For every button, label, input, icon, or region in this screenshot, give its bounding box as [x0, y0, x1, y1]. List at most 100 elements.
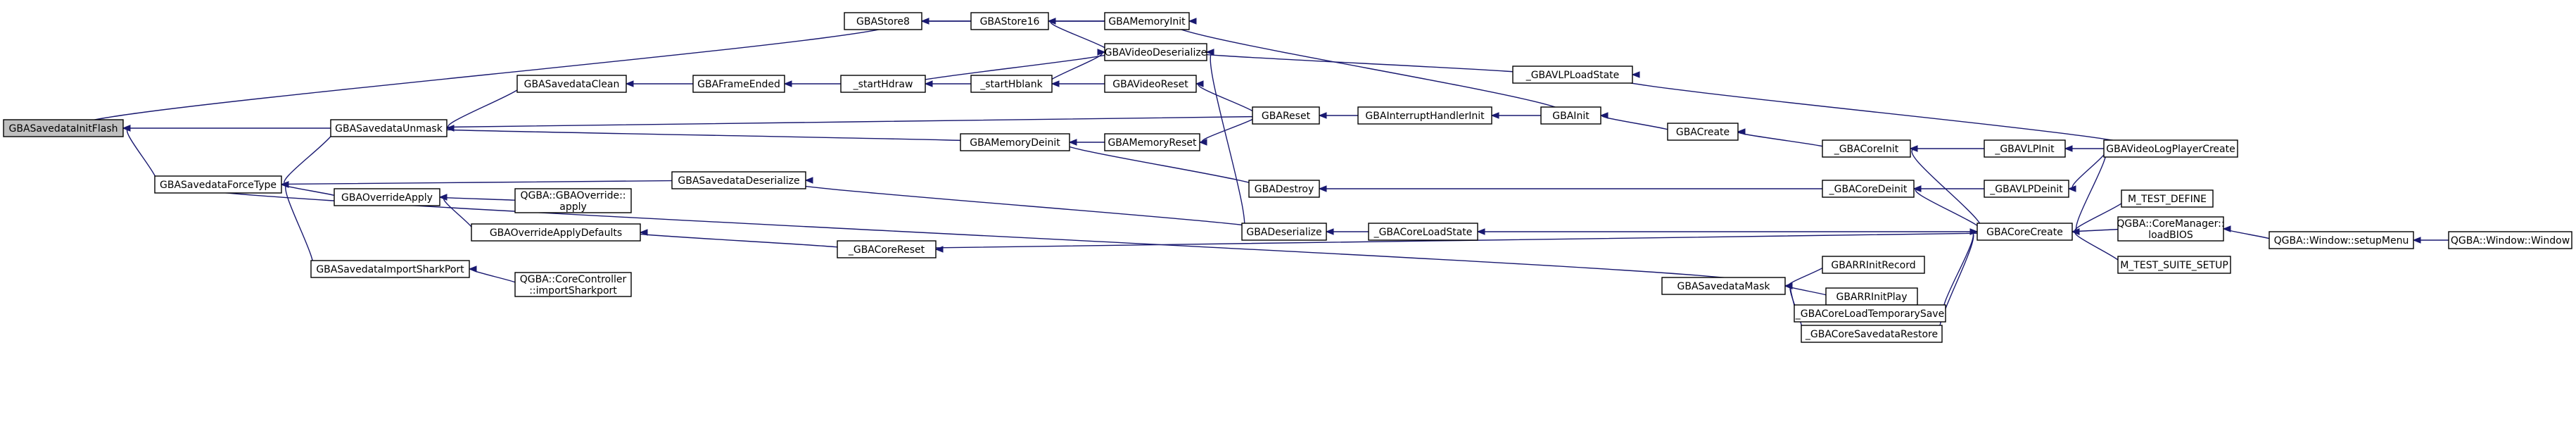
- function-node-n30[interactable]: _GBACoreLoadState: [1368, 223, 1478, 241]
- node-box: [1822, 139, 1911, 158]
- node-label: GBAInit: [1552, 111, 1590, 122]
- function-node-n8[interactable]: _startHdraw: [840, 75, 926, 93]
- node-label: _GBAVLPLoadState: [1525, 70, 1620, 81]
- call-edge-n7-n6: [625, 80, 699, 87]
- call-edge-n30-n29: [1325, 228, 1372, 235]
- function-node-n15[interactable]: GBAInterruptHandlerInit: [1357, 106, 1492, 125]
- call-edge-n11-n1: [114, 125, 346, 132]
- call-edge-n33-n27: [438, 194, 474, 233]
- function-node-n37[interactable]: QGBA::Window::Window: [2448, 231, 2572, 249]
- call-edge-n20-n19: [1909, 145, 1991, 152]
- node-label: GBAFrameEnded: [697, 79, 780, 90]
- node-box: [1661, 277, 1786, 295]
- node-box: [1512, 65, 1633, 84]
- function-node-n42[interactable]: GBASavedataMask: [1661, 277, 1786, 295]
- call-edge-n37-n36: [2412, 237, 2452, 244]
- call-edge-n31-n25: [1912, 185, 1983, 232]
- function-node-n38[interactable]: GBASavedataImportSharkPort: [310, 260, 470, 278]
- node-label: GBASavedataMask: [1677, 281, 1771, 292]
- function-node-n41[interactable]: GBARRInitRecord: [1822, 256, 1925, 274]
- graph-edges: [78, 18, 2452, 335]
- node-label: GBAVideoLogPlayerCreate: [2106, 144, 2235, 155]
- node-label: GBAReset: [1262, 111, 1311, 122]
- function-node-n19[interactable]: _GBACoreInit: [1822, 139, 1911, 158]
- function-node-n45[interactable]: _GBACoreSavedataRestore: [1801, 325, 1943, 343]
- function-node-n25[interactable]: _GBACoreDeinit: [1822, 180, 1915, 198]
- call-edge-n28-n27: [438, 194, 521, 201]
- function-node-n27[interactable]: GBAOverrideApply: [334, 188, 440, 206]
- node-box: [2121, 189, 2214, 208]
- function-node-n13[interactable]: GBAMemoryReset: [1104, 133, 1200, 151]
- node-label: apply: [559, 201, 587, 213]
- node-box: [2269, 231, 2414, 249]
- function-node-n31[interactable]: GBACoreCreate: [1977, 223, 2073, 241]
- call-edge-n29-n5: [1205, 49, 1245, 232]
- node-label: _GBAVLPInit: [1994, 144, 2055, 155]
- call-edge-n21-n31: [2071, 148, 2107, 235]
- node-label: GBADestroy: [1255, 184, 1314, 195]
- node-label: _GBACoreLoadState: [1373, 227, 1473, 238]
- function-node-n29[interactable]: GBADeserialize: [1241, 223, 1327, 241]
- node-box: [837, 240, 937, 258]
- node-label: _GBACoreReset: [848, 244, 925, 256]
- function-node-n39[interactable]: QGBA::CoreController::importSharkport: [514, 272, 632, 297]
- function-node-n40[interactable]: M_TEST_SUITE_SETUP: [2117, 256, 2231, 274]
- call-edge-n34-n33: [632, 229, 852, 250]
- function-node-n44[interactable]: _GBACoreLoadTemporarySave: [1794, 304, 1946, 323]
- call-edge-n18-n16: [1599, 112, 1673, 132]
- call-edge-n9-n8: [924, 80, 975, 87]
- node-box: [2448, 231, 2572, 249]
- node-box: [3, 119, 124, 137]
- node-box: [1825, 287, 1918, 306]
- function-node-n21[interactable]: GBAVideoLogPlayerCreate: [2103, 139, 2238, 158]
- function-node-n1: GBASavedataInitFlash: [3, 119, 124, 137]
- node-box: [1540, 106, 1601, 125]
- function-node-n6[interactable]: GBASavedataClean: [516, 75, 627, 93]
- node-label: QGBA::CoreController: [520, 274, 627, 285]
- function-node-n14[interactable]: GBAReset: [1252, 106, 1320, 125]
- function-node-n20[interactable]: _GBAVLPInit: [1984, 139, 2066, 158]
- function-node-n7[interactable]: GBAFrameEnded: [692, 75, 785, 93]
- node-box: [2117, 256, 2231, 274]
- function-node-n43[interactable]: GBARRInitPlay: [1825, 287, 1918, 306]
- node-label: _startHblank: [979, 79, 1043, 90]
- node-box: [1667, 123, 1739, 141]
- node-label: _GBAVLPDeinit: [1989, 184, 2063, 195]
- node-label: GBAInterruptHandlerInit: [1365, 111, 1485, 122]
- function-node-n32[interactable]: M_TEST_DEFINE: [2121, 189, 2214, 208]
- function-node-n17[interactable]: _GBAVLPLoadState: [1512, 65, 1633, 84]
- node-box: [330, 119, 448, 137]
- function-node-n18[interactable]: GBACreate: [1667, 123, 1739, 141]
- function-node-n3[interactable]: GBAStore16: [970, 12, 1049, 30]
- node-box: [1104, 133, 1200, 151]
- node-label: GBASavedataUnmask: [335, 123, 443, 135]
- call-edge-n14-n13: [1198, 115, 1257, 146]
- function-node-n11[interactable]: GBASavedataUnmask: [330, 119, 448, 137]
- function-node-n12[interactable]: GBAMemoryDeinit: [960, 133, 1070, 151]
- call-edge-n17-n5: [1191, 49, 1535, 75]
- node-box: [1977, 223, 2073, 241]
- function-node-n28[interactable]: QGBA::GBAOverride::apply: [514, 188, 632, 213]
- call-edge-n19-n18: [1737, 128, 1829, 149]
- node-label: GBASavedataImportSharkPort: [316, 264, 464, 275]
- node-label: GBASavedataInitFlash: [9, 123, 118, 135]
- function-node-n34[interactable]: _GBACoreReset: [837, 240, 937, 258]
- function-node-n5[interactable]: GBAVideoDeserialize: [1104, 43, 1207, 61]
- function-node-n33[interactable]: GBAOverrideApplyDefaults: [471, 223, 641, 242]
- function-node-n10[interactable]: GBAVideoReset: [1104, 75, 1197, 93]
- function-node-n4[interactable]: GBAMemoryInit: [1104, 12, 1190, 30]
- node-box: [1984, 139, 2066, 158]
- function-node-n22[interactable]: GBASavedataForceType: [154, 175, 282, 194]
- function-node-n2[interactable]: GBAStore8: [844, 12, 922, 30]
- function-node-n35[interactable]: QGBA::CoreManager::loadBIOS: [2117, 216, 2225, 242]
- function-node-n26[interactable]: _GBAVLPDeinit: [1984, 180, 2069, 198]
- node-label: ::importSharkport: [529, 285, 617, 296]
- function-node-n9[interactable]: _startHblank: [970, 75, 1053, 93]
- node-label: loadBIOS: [2148, 230, 2193, 241]
- function-node-n16[interactable]: GBAInit: [1540, 106, 1601, 125]
- function-node-n24[interactable]: GBADestroy: [1248, 180, 1320, 198]
- function-node-n36[interactable]: QGBA::Window::setupMenu: [2269, 231, 2414, 249]
- node-box: [1104, 43, 1207, 61]
- node-label: QGBA::Window::Window: [2451, 235, 2570, 246]
- function-node-n23[interactable]: GBASavedataDeserialize: [671, 171, 806, 189]
